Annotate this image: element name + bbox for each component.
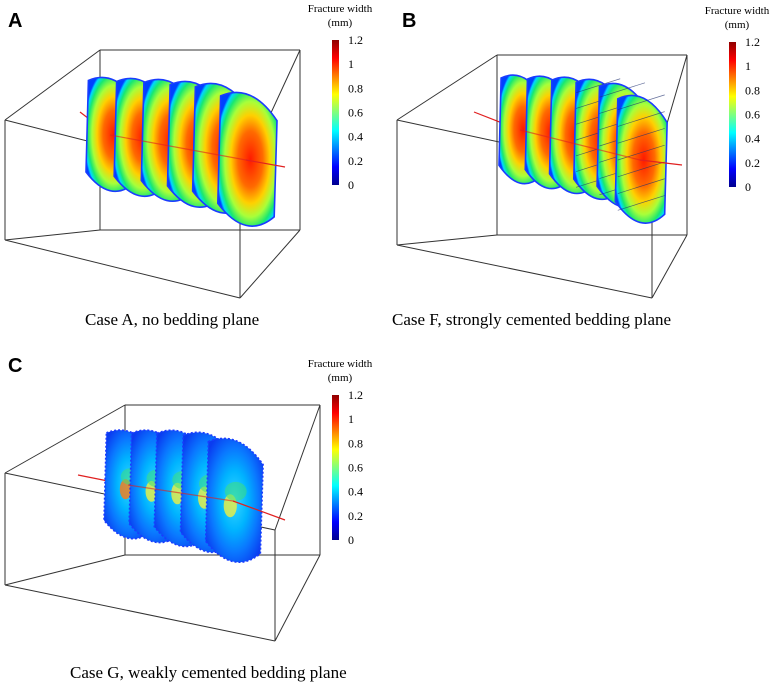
panel-c: C Fracture width (mm) 1.2 1 0.8 0.6 0.4 0.2 0 Ca… [0,345,392,687]
box-edge [396,54,498,121]
legend-tick-label: 0.6 [348,461,363,475]
wellbore-segment [127,484,234,502]
bedding-line [617,178,665,194]
legend-tick-label: 0.8 [348,436,363,450]
box-edge [239,229,301,299]
legend-colorbar [332,40,339,185]
reservoir-box [4,404,321,642]
legend-tick-label: 0 [348,533,354,547]
wellbore-segment [232,500,286,521]
bedding-line [599,82,646,98]
fracture-group [85,76,278,227]
color-legend: Fracture width (mm) 1.2 1 0.8 0.6 0.4 0.2 0 [308,3,373,192]
legend-tick-label: 1 [348,412,354,426]
panel-caption: Case F, strongly cemented bedding plane [392,310,672,329]
box-edge [396,234,498,246]
legend-tick-label: 1 [348,57,354,71]
legend-colorbar [332,395,339,540]
legend-tick-label: 0 [745,180,751,194]
bedding-line [576,78,621,93]
fracture-3d-view: Fracture width (mm) 1.2 1 0.8 0.6 0.4 0.2 0 [4,3,373,299]
fracture-plane [614,94,668,224]
legend-tick-label: 1.2 [348,388,363,402]
bedding-line [617,195,665,211]
legend-tick-label: 0.4 [348,485,363,499]
legend-tick-label: 0.4 [745,132,760,146]
box-edge [4,239,241,299]
wellbore-segment [245,159,286,168]
fracture-group [103,429,264,563]
legend-tick-label: 0.8 [745,83,760,97]
legend-title: Fracture width [308,358,373,370]
legend-tick-label: 0.8 [348,81,363,95]
legend-tick-label: 1.2 [348,33,363,47]
panel-b: B Fracture width (mm) 1.2 1 0.8 0.6 0.4 0.2 0 Ca… [392,0,782,340]
box-edge [4,229,101,241]
panel-letter: A [8,10,23,32]
legend-tick-label: 0 [348,178,354,192]
legend-colorbar [729,42,736,187]
wellbore-segment [639,159,683,166]
legend-unit: (mm) [328,372,353,384]
box-edge [4,404,126,474]
wellbore-segment [519,129,641,161]
bedding-line [617,161,665,178]
panel-caption: Case G, weakly cemented bedding plane [70,663,347,682]
legend-tick-label: 1 [745,59,751,73]
box-edge [4,584,276,642]
fracture-hotspot [224,481,247,501]
bedding-line [617,144,665,161]
legend-tick-label: 0.2 [745,156,760,170]
wellbore-segment [109,134,247,161]
color-legend: Fracture width (mm) 1.2 1 0.8 0.6 0.4 0.2 0 [705,5,770,194]
bedding-line [617,94,665,110]
legend-title: Fracture width [308,3,373,15]
fracture-3d-view: Fracture width (mm) 1.2 1 0.8 0.6 0.4 0.2 0 [396,5,770,299]
box-edge [4,49,101,121]
legend-title: Fracture width [705,5,770,17]
box-edge [274,404,321,531]
box-edge [396,244,653,299]
fracture-3d-view: Fracture width (mm) 1.2 1 0.8 0.6 0.4 0.2 0 [4,358,373,642]
legend-unit: (mm) [725,19,750,31]
fracture-plane [216,91,278,227]
bedding-line [617,111,665,127]
legend-tick-label: 0.6 [348,106,363,120]
legend-tick-label: 0.2 [348,154,363,168]
legend-tick-label: 0.6 [745,108,760,122]
legend-tick-label: 0.2 [348,509,363,523]
box-edge [274,554,321,642]
panel-letter: B [402,10,417,32]
legend-tick-label: 0.4 [348,130,363,144]
bedding-line [617,128,665,144]
panel-letter: C [8,355,23,377]
box-edge [651,234,688,299]
color-legend: Fracture width (mm) 1.2 1 0.8 0.6 0.4 0.2 0 [308,358,373,547]
box-edge [4,554,126,586]
panel-caption: Case A, no bedding plane [85,310,260,329]
legend-tick-label: 1.2 [745,35,760,49]
panel-a: A Fracture width (mm) 1.2 1 0.8 0.6 0.4 0.2 0 Ca… [0,0,392,340]
fracture-group [498,74,668,224]
legend-unit: (mm) [328,17,353,29]
